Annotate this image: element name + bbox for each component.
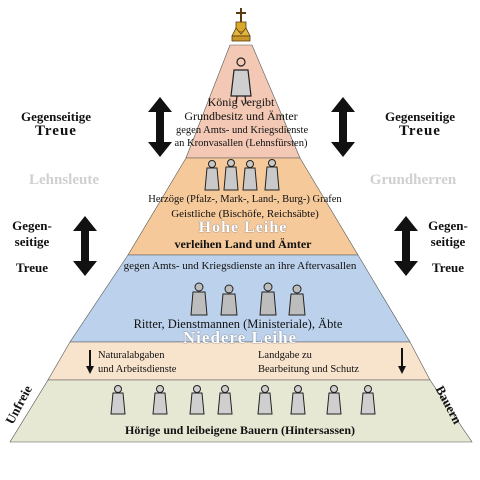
left-lower-line-1: Gegen- <box>12 218 52 233</box>
left-upper-line-1: Gegenseitige <box>20 109 92 124</box>
top-line-2: Grundbesitz und Ämter <box>184 109 298 123</box>
nobles-line-3: verleihen Land und Ämter <box>174 237 312 251</box>
down-arrow-left-inner <box>86 350 94 374</box>
obligations-right-1: Landgabe zu <box>258 350 312 361</box>
right-lower-line-3: Treue <box>431 260 464 275</box>
down-arrow-right-inner <box>398 348 406 374</box>
left-upper-line-2: Treue <box>35 123 77 139</box>
king-figure <box>230 57 252 105</box>
right-upper-line-2: Treue <box>399 123 441 139</box>
right-lower-line-2: seitige <box>430 234 466 249</box>
double-arrow-lower-left-icon <box>73 216 97 276</box>
right-upper-line-1: Gegenseitige <box>384 109 456 124</box>
nobles-line-1: Herzöge (Pfalz-, Mark-, Land-, Burg-) Gr… <box>148 194 342 205</box>
peasants-label: Hörige und leibeigene Bauern (Hintersass… <box>125 423 355 437</box>
nobles-line-2: Geistliche (Bischöfe, Reichsäbte) <box>171 208 319 220</box>
top-line-3: gegen Amts- und Kriegsdienste <box>176 125 309 136</box>
obligations-left-1: Naturalabgaben <box>98 350 165 361</box>
left-lower-line-3: Treue <box>15 260 48 275</box>
top-line-4: an Kronvasallen (Lehnsfürsten) <box>174 138 308 149</box>
grundherren-label: Grundherren <box>369 172 457 188</box>
nobles-figures <box>204 159 280 191</box>
knights-figures <box>190 282 306 316</box>
niedere-leihe-banner: Niedere Leihe <box>182 328 298 347</box>
tier-peasants <box>9 379 473 443</box>
left-lower-line-2: seitige <box>14 234 50 249</box>
hohe-leihe-banner: Hohe Leihe <box>198 219 288 236</box>
lehnsleute-label: Lehnsleute <box>28 172 99 188</box>
double-arrow-lower-right-icon <box>394 216 418 276</box>
top-line-1: König vergibt <box>207 95 275 109</box>
obligations-left-2: und Arbeitsdienste <box>98 364 177 375</box>
crown-icon <box>231 8 251 42</box>
double-arrow-upper-right-icon <box>331 97 355 157</box>
double-arrow-upper-left-icon <box>148 97 172 157</box>
obligations-right-2: Bearbeitung und Schutz <box>258 364 359 375</box>
knights-line-1: Ritter, Dienstmannen (Ministeriale), Äbt… <box>133 317 343 331</box>
peasants-figures <box>110 385 376 415</box>
knights-top-line: gegen Amts- und Kriegsdienste an ihre Af… <box>123 260 357 272</box>
right-lower-line-1: Gegen- <box>428 218 468 233</box>
